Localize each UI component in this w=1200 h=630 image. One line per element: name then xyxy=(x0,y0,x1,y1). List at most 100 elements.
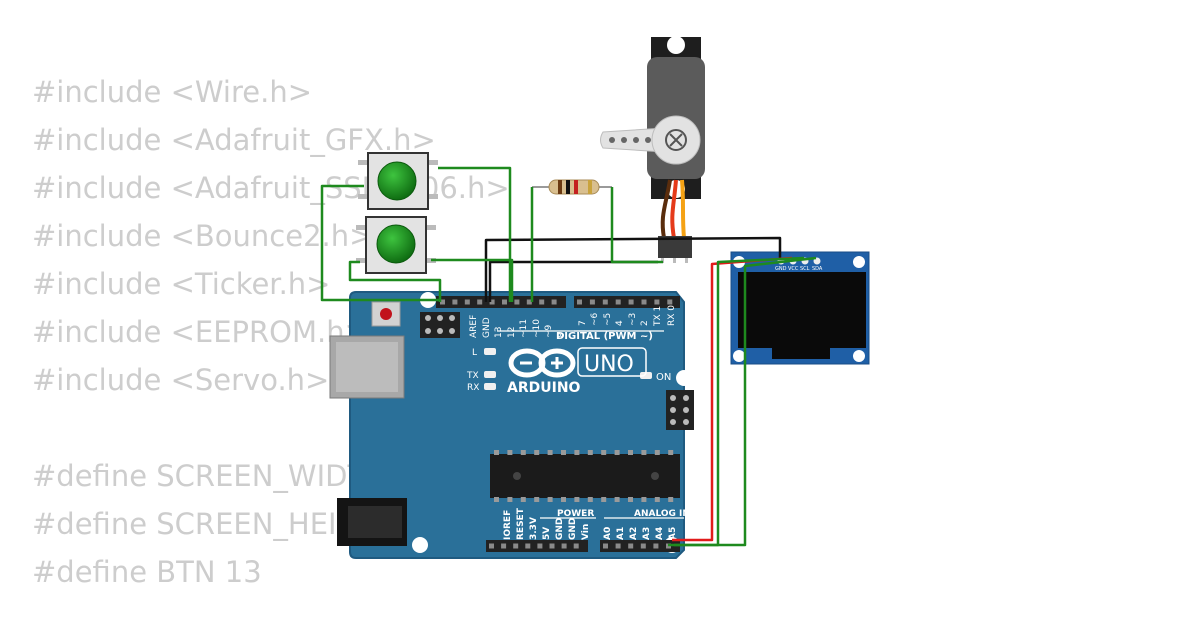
led-on-label: ON xyxy=(656,372,671,383)
oled-pin-label: SDA xyxy=(812,266,823,272)
power-header-label: POWER xyxy=(557,509,594,519)
pin-label: TX 1 xyxy=(653,306,663,327)
code-line: #include <Ticker.h> xyxy=(32,267,331,301)
pin-label: 12 xyxy=(507,327,517,338)
code-background: #include <Wire.h>#include <Adafruit_GFX.… xyxy=(32,68,510,596)
pin-hole xyxy=(615,299,621,305)
pin-label: GND xyxy=(482,317,492,338)
reset-button-cap[interactable] xyxy=(380,308,392,320)
pin-hole xyxy=(440,299,445,305)
servo-motor xyxy=(600,36,705,263)
led-tx-label: TX xyxy=(466,371,479,381)
digital-pin-header xyxy=(436,296,680,308)
pin-label: GND xyxy=(568,518,578,540)
pin-hole xyxy=(525,543,531,549)
pin-label: ~11 xyxy=(519,319,529,338)
icsp-header-top xyxy=(420,312,460,338)
pin-hole xyxy=(526,299,532,305)
pin-hole xyxy=(501,543,507,549)
code-line: #include <EEPROM.h> xyxy=(32,315,369,349)
code-line: #define SCREEN_WIDTH xyxy=(32,459,387,493)
servo-connector xyxy=(658,236,692,258)
pin-label: A2 xyxy=(629,527,639,540)
pin-label: IOREF xyxy=(503,510,513,540)
pin-hole xyxy=(628,543,634,549)
pin-hole xyxy=(514,299,520,305)
servo-horn xyxy=(600,127,665,153)
pin-hole xyxy=(577,299,582,305)
pin-hole xyxy=(489,543,494,549)
pin-hole xyxy=(640,543,646,549)
arduino-brand-label: ARDUINO xyxy=(507,380,581,396)
pin-hole xyxy=(502,299,507,305)
code-line: #include <Wire.h> xyxy=(32,75,313,109)
pin-label: ~10 xyxy=(532,319,542,338)
led-rx-label: RX xyxy=(467,383,479,393)
pin-label: 4 xyxy=(615,320,625,326)
pin-label: RX 0 xyxy=(667,305,677,326)
pin-label: A5 xyxy=(668,527,678,540)
mounting-hole xyxy=(412,537,428,553)
led-tx xyxy=(484,371,496,378)
code-line: #include <Servo.h> xyxy=(32,363,330,397)
resistor xyxy=(532,179,612,195)
oled-pin-label: VCC xyxy=(788,266,799,272)
led-rx xyxy=(484,383,496,390)
pin-hole xyxy=(628,299,634,305)
pin-hole xyxy=(615,543,621,549)
power-analog-pin-header xyxy=(486,540,680,552)
pin-hole xyxy=(464,299,470,305)
pin-hole xyxy=(489,299,495,305)
oled-pin-label: SCL xyxy=(800,266,810,272)
arduino-infinity-logo-icon xyxy=(508,348,576,378)
pin-hole xyxy=(513,543,519,549)
pin-label: A1 xyxy=(616,527,626,540)
analog-header-label: ANALOG IN xyxy=(634,509,690,519)
pin-label: ~6 xyxy=(590,312,600,326)
pin-hole xyxy=(477,299,483,305)
digital-header-label: DIGITAL (PWM ~) xyxy=(556,331,653,342)
pin-hole xyxy=(653,543,659,549)
pin-label: ~3 xyxy=(628,313,638,326)
pin-hole xyxy=(539,299,545,305)
push-button-1[interactable] xyxy=(358,152,438,210)
pin-hole xyxy=(551,299,557,305)
pin-label: A3 xyxy=(642,527,652,540)
pin-label: ~5 xyxy=(603,313,613,326)
atmega-chip xyxy=(490,450,680,502)
pin-label: GND xyxy=(555,518,565,540)
pin-label: Vin xyxy=(581,524,591,540)
oled-pin-label: GND xyxy=(775,266,787,272)
pin-label: 2 xyxy=(640,320,650,326)
pin-label: 8 xyxy=(557,332,567,338)
pin-hole xyxy=(537,543,543,549)
mounting-hole xyxy=(676,370,692,386)
led-l-label: L xyxy=(472,348,477,358)
code-line: #include <Adafruit_SSD1306.h> xyxy=(32,171,510,205)
led-on xyxy=(640,372,652,379)
pin-hole xyxy=(549,543,555,549)
pin-hole xyxy=(667,299,673,305)
pin-hole xyxy=(602,299,608,305)
push-button-2[interactable] xyxy=(356,216,436,274)
arduino-model-label: UNO xyxy=(584,352,634,377)
pin-hole xyxy=(561,543,567,549)
pin-hole xyxy=(589,299,595,305)
led-l xyxy=(484,348,496,355)
oled-screen xyxy=(738,272,866,348)
pin-label: AREF xyxy=(469,315,479,338)
pin-hole xyxy=(641,299,647,305)
pin-label: 7 xyxy=(578,320,588,326)
pin-label: 5V xyxy=(542,527,552,540)
pin-label: A0 xyxy=(603,527,613,540)
pin-label: RESET xyxy=(516,507,526,540)
pin-label: 3.3V xyxy=(529,517,539,540)
pin-hole xyxy=(452,299,458,305)
pin-label: A4 xyxy=(655,527,665,540)
